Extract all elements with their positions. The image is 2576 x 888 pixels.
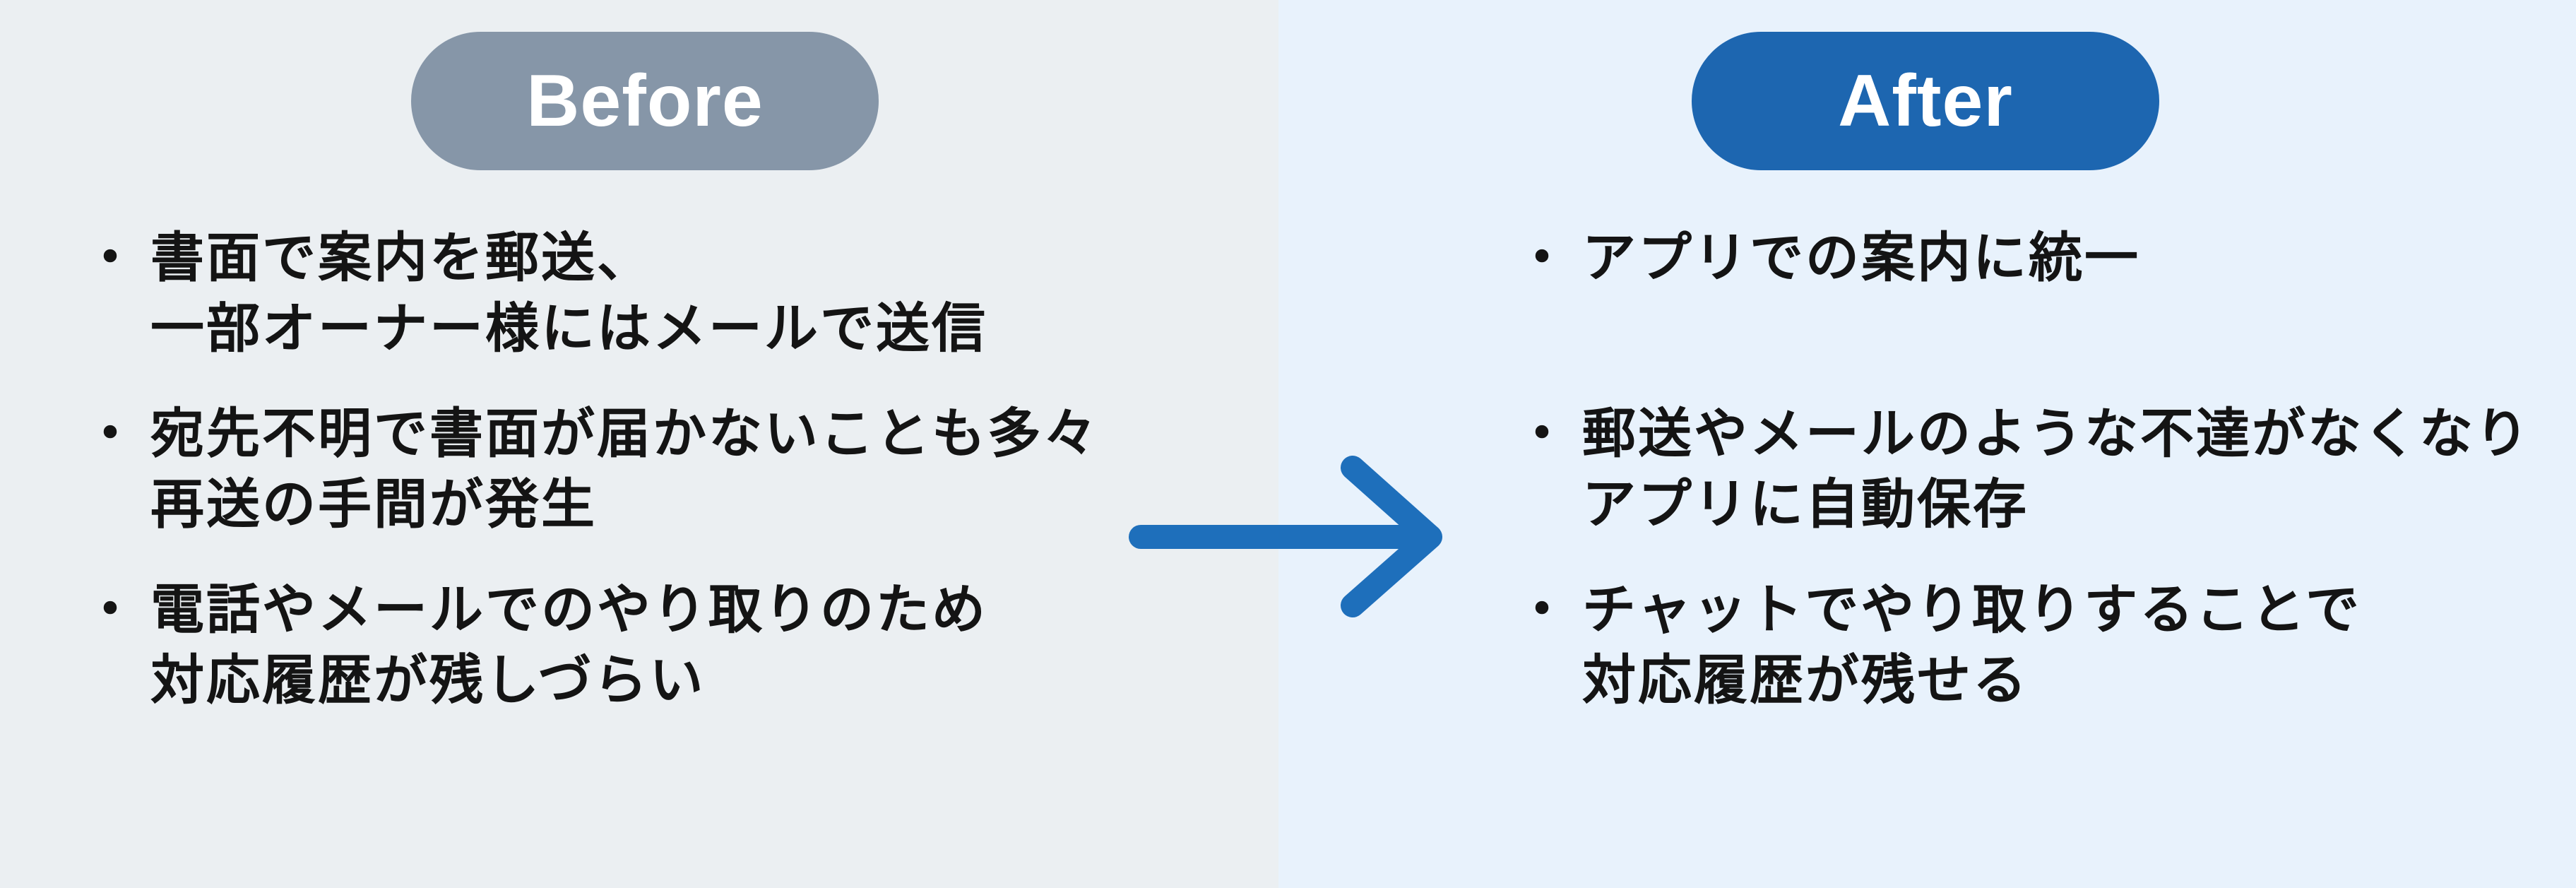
bullet-dot: ・ — [1515, 228, 1569, 288]
list-item: ・郵送やメールのような不達がなくなりアプリに自動保存 — [1515, 399, 2553, 540]
list-item: ・宛先不明で書面が届かないことも多々再送の手間が発生 — [83, 399, 1249, 540]
list-item-text: 郵送やメールのような不達がなくなりアプリに自動保存 — [1582, 404, 2531, 535]
list-item-text: アプリでの案内に統一 — [1582, 228, 2140, 288]
after-list: ・アプリでの案内に統一・郵送やメールのような不達がなくなりアプリに自動保存・チャ… — [1515, 223, 2553, 751]
before-list: ・書面で案内を郵送、一部オーナー様にはメールで送信・宛先不明で書面が届かないこと… — [83, 223, 1249, 751]
before-badge-label: Before — [526, 59, 764, 142]
list-item-text: チャットでやり取りすることで対応履歴が残せる — [1582, 580, 2361, 711]
after-badge-label: After — [1838, 59, 2013, 142]
bullet-dot: ・ — [83, 580, 137, 640]
list-item: ・チャットでやり取りすることで対応履歴が残せる — [1515, 575, 2553, 716]
bullet-dot: ・ — [1515, 404, 1569, 464]
after-panel: After ・アプリでの案内に統一・郵送やメールのような不達がなくなりアプリに自… — [1278, 0, 2576, 888]
list-item-text: 宛先不明で書面が届かないことも多々再送の手間が発生 — [150, 404, 1099, 535]
list-item: ・書面で案内を郵送、一部オーナー様にはメールで送信 — [83, 223, 1249, 365]
before-panel: Before ・書面で案内を郵送、一部オーナー様にはメールで送信・宛先不明で書面… — [0, 0, 1278, 888]
list-item: ・アプリでの案内に統一 — [1515, 223, 2553, 294]
before-badge: Before — [411, 32, 879, 170]
after-badge: After — [1692, 32, 2159, 170]
bullet-dot: ・ — [83, 228, 137, 288]
arrow-path — [1129, 456, 1442, 617]
bullet-dot: ・ — [83, 404, 137, 464]
bullet-dot: ・ — [1515, 580, 1569, 640]
before-to-after-arrow-icon — [1127, 451, 1444, 620]
list-item-text: 電話やメールでのやり取りのため対応履歴が残しづらい — [150, 580, 987, 711]
list-item-text: 書面で案内を郵送、一部オーナー様にはメールで送信 — [150, 228, 987, 359]
list-item: ・電話やメールでのやり取りのため対応履歴が残しづらい — [83, 575, 1249, 716]
